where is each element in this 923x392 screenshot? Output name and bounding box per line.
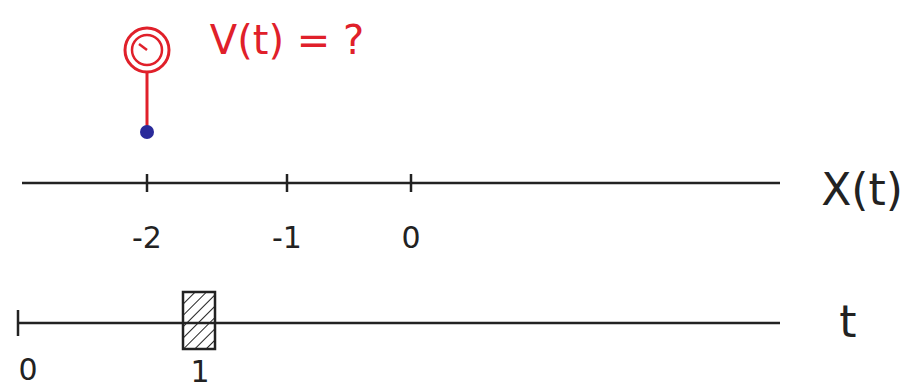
axis-label: t [839,300,856,344]
tick-label: -1 [272,223,302,253]
x-axis [22,182,780,185]
tick-mark [17,310,20,336]
tick-label: 1 [190,357,209,387]
tick-mark [146,174,149,192]
tick-mark [286,174,289,192]
hatched-interval [183,292,215,349]
clock-symbol [125,28,169,72]
particle-dot [140,125,154,139]
t-axis [18,322,780,325]
tick-mark [410,174,413,192]
axis-label: X(t) [821,168,903,212]
velocity-question: V(t) = ? [210,20,364,60]
probe-stem [146,72,149,128]
tick-label: 0 [18,355,37,385]
tick-label: -2 [132,223,162,253]
clock-face [132,35,162,65]
clock-hand [139,44,147,50]
tick-label: 0 [401,223,420,253]
